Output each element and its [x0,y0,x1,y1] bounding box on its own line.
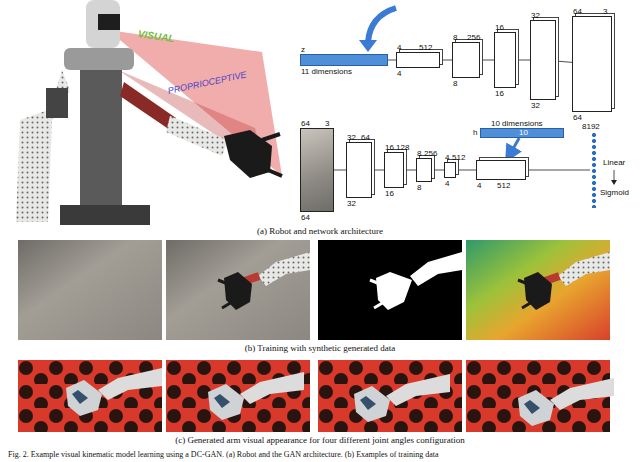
panel-caption: (a) Robot and network architecture [0,226,640,236]
layer-connector [388,60,396,61]
dimension-label: 64 [301,120,310,128]
panel-caption: (c) Generated arm visual appearance for … [0,435,640,445]
dimension-label: 32 [347,134,356,142]
conv-layer: 323264 [346,142,372,198]
generated-images [18,360,614,432]
dimension-label: 3 [603,8,607,16]
conv-layer: 4512 [476,160,526,180]
conv-layer: 3232 [530,20,556,100]
dimension-label: 512 [419,44,432,52]
dimension-label: 8 [417,150,421,158]
dimension-label: 64 [573,8,582,16]
dimension-label: 512 [452,154,465,162]
layer-connector [526,170,590,171]
dimension-label: 16 [385,144,394,152]
layer-connector [334,170,346,171]
conv-layer: 88256 [416,158,432,182]
layer-connector [440,60,452,61]
dimension-label: 512 [497,182,510,190]
dimension-label: 256 [424,150,437,158]
dimension-label: 16 [385,190,394,198]
figure-caption: Fig. 2. Example visual kinematic model l… [8,450,439,459]
dimension-label: 32 [531,12,540,20]
robot-figure [16,0,282,225]
dimension-label: 4 [445,154,449,162]
dimension-label: 4 [397,44,401,52]
dimension-label: h [473,129,477,137]
dimension-label: 256 [467,34,480,42]
layer-connector [507,138,519,160]
layer-connector [372,170,384,171]
dimension-label: 4 [397,70,401,78]
dense-layer: 8192 [590,132,598,208]
conv-layer: 1616128 [384,152,404,188]
dimension-label: 8192 [582,123,600,131]
conv-layer: 1616 [494,32,516,88]
annotation-label: PROPRIOCEPTIVE [167,69,247,95]
dimension-label: 16 [495,90,504,98]
layer-connector [432,170,444,171]
dimension-label: 8 [417,184,421,192]
annotation-label: Sigmoid [600,188,629,197]
annotation-label: VISUAL [137,28,175,44]
linear-sigmoid-arrow [611,170,617,185]
layer-connector [456,170,476,171]
dimension-label: 64 [301,214,310,222]
conv-layer: 44512 [396,52,440,68]
dimension-label: z [301,46,305,54]
dimension-label: 8 [453,34,457,42]
dimension-label: 64 [361,134,370,142]
dimension-label: 16 [495,24,504,32]
layer-connector [480,60,494,61]
dimension-label: 32 [531,102,540,110]
annotation-label: Linear [603,158,625,167]
dimension-label: 3 [325,120,329,128]
layer-connector [516,60,530,61]
dimension-label: 128 [396,144,409,152]
conv-layer: 44512 [444,162,456,178]
dimension-label: 4 [477,182,481,190]
layer-connector [556,61,572,62]
latent-vector: h10 dimensions10 [480,128,564,138]
z-input-arrow [359,8,396,52]
conv-layer: 88256 [452,42,480,78]
panel-caption: (b) Training with synthetic generated da… [0,343,640,353]
dimension-label: 11 dimensions [301,68,352,76]
dimension-label: 8 [453,80,457,88]
dimension-label: 10 [519,129,528,137]
training-images [18,240,610,340]
conv-layer: 64643 [300,128,334,212]
dimension-label: 10 dimensions [491,120,543,128]
dimension-label: 32 [347,200,356,208]
latent-vector: z11 dimensions [300,54,388,66]
dimension-label: 4 [445,180,449,188]
dimension-label: 64 [573,114,582,122]
layer-connector [404,170,416,171]
conv-layer: 64643 [572,16,612,112]
